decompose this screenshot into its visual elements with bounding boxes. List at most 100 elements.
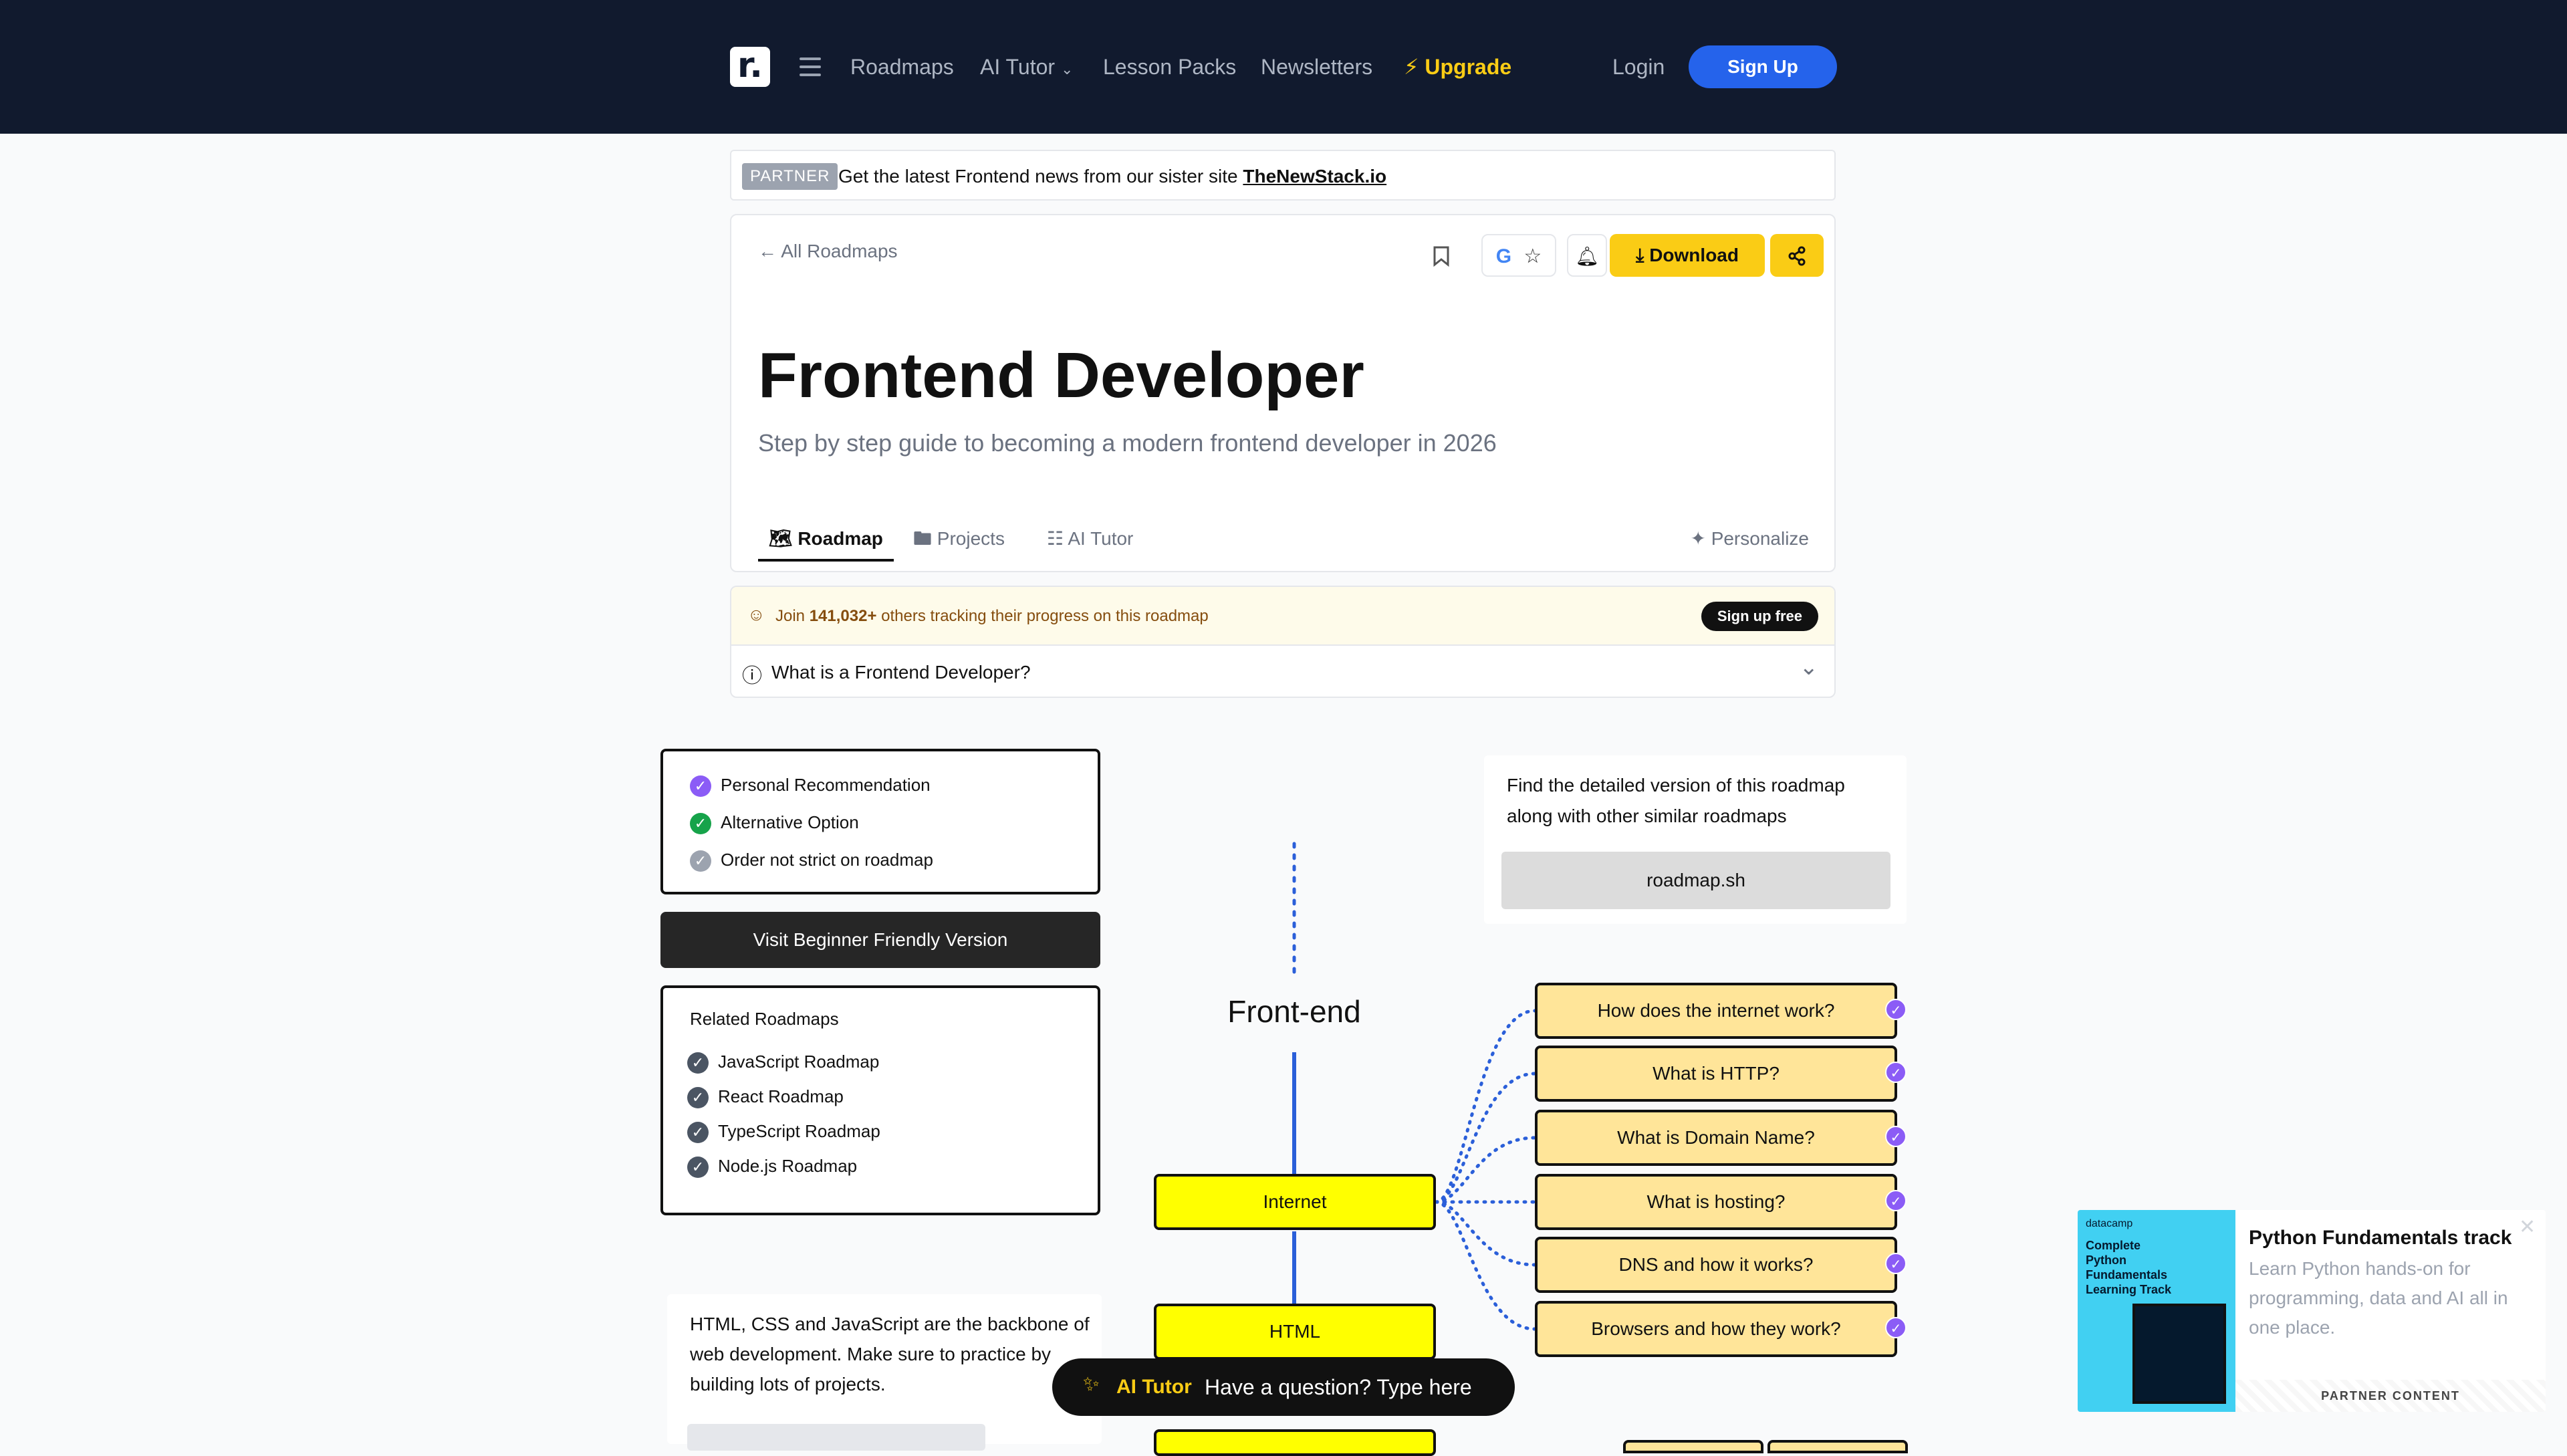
topic-dns[interactable]: DNS and how it works? (1535, 1237, 1897, 1293)
login-link[interactable]: Login (1612, 55, 1665, 79)
ad-image: datacamp Complete Python Fundamentals Le… (2078, 1210, 2235, 1412)
ad-title: Python Fundamentals track (2249, 1227, 2512, 1249)
partial-node (1767, 1440, 1908, 1453)
related-item-react[interactable]: ✓React Roadmap (687, 1083, 844, 1110)
upgrade-label: Upgrade (1425, 55, 1512, 79)
node-html[interactable]: HTML (1154, 1304, 1436, 1360)
detailed-version-card: Find the detailed version of this roadma… (1484, 755, 1907, 924)
legend-item: ✓Order not strict on roadmap (690, 846, 933, 873)
folder-icon: 🖿︎ (913, 528, 933, 549)
ai-tutor-prompt: Have a question? Type here (1205, 1375, 1472, 1399)
check-icon: ✓ (1885, 1062, 1907, 1083)
robot-icon: ☷ (1047, 528, 1064, 549)
check-icon: ✓ (687, 1052, 709, 1074)
personalize-button[interactable]: ✦ Personalize (1690, 519, 1809, 559)
nav-ai-tutor[interactable]: AI Tutor ⌄ (980, 53, 1073, 83)
nav-roadmaps[interactable]: Roadmaps (850, 55, 954, 79)
all-roadmaps-link[interactable]: ← All Roadmaps (758, 238, 898, 265)
tab-projects[interactable]: 🖿︎ Projects (913, 519, 1005, 559)
check-icon: ✓ (1885, 1253, 1907, 1274)
partner-content-label: PARTNER CONTENT (2235, 1380, 2546, 1412)
download-button[interactable]: ⤓ Download (1610, 234, 1765, 277)
partner-tag: PARTNER (742, 163, 838, 190)
partner-text: Get the latest Frontend news from our si… (838, 163, 1386, 190)
download-icon: ⤓ (1636, 245, 1644, 265)
tab-ai-tutor[interactable]: ☷ AI Tutor (1047, 519, 1133, 559)
ad-body: Learn Python hands-on for programming, d… (2249, 1258, 2508, 1338)
topic-internet-work[interactable]: How does the internet work? (1535, 983, 1897, 1039)
lightning-icon: ⚡ (1404, 55, 1419, 79)
node-internet[interactable]: Internet (1154, 1174, 1436, 1230)
progress-panel: ☺ Join 141,032+ others tracking their pr… (730, 586, 1836, 698)
signup-button[interactable]: Sign Up (1689, 45, 1837, 88)
map-icon: 🗺︎ (769, 528, 793, 549)
share-button[interactable] (1770, 234, 1824, 277)
node-next[interactable] (1154, 1429, 1436, 1456)
backbone-text: HTML, CSS and JavaScript are the backbon… (690, 1314, 1090, 1394)
nav-newsletters[interactable]: Newsletters (1261, 55, 1373, 79)
legend-label: Personal Recommendation (721, 775, 931, 795)
nav-lesson-packs[interactable]: Lesson Packs (1103, 55, 1237, 79)
google-favorite-button[interactable]: G ☆ (1481, 234, 1556, 277)
tab-roadmap[interactable]: 🗺︎ Roadmap (758, 519, 894, 562)
what-is-toggle[interactable]: What is a Frontend Developer? (771, 662, 1031, 683)
page-title: Frontend Developer (758, 340, 1364, 411)
roadmap-logo[interactable]: r. (730, 47, 770, 87)
topic-browsers[interactable]: Browsers and how they work? (1535, 1301, 1897, 1357)
signup-free-button[interactable]: Sign up free (1701, 602, 1818, 631)
wand-icon: ✨︎ (1083, 1373, 1100, 1395)
legend-item: ✓ Alternative Option (690, 809, 859, 836)
all-roadmaps-label: All Roadmaps (781, 241, 898, 261)
beginner-version-button[interactable]: Visit Beginner Friendly Version (660, 912, 1100, 968)
check-icon: ✓ (687, 1122, 709, 1144)
related-item-nodejs[interactable]: ✓Node.js Roadmap (687, 1152, 857, 1179)
join-text: Join 141,032+ others tracking their prog… (775, 604, 1209, 628)
ad-image-text: Complete Python Fundamentals Learning Tr… (2086, 1239, 2172, 1296)
datacamp-logo: datacamp (2086, 1218, 2133, 1229)
ai-tutor-bar[interactable]: ✨︎ AI Tutor Have a question? Type here (1052, 1358, 1515, 1416)
check-icon: ✓ (1885, 1190, 1907, 1211)
bookmark-button[interactable] (1423, 234, 1460, 277)
roadmap-header: ← All Roadmaps G ☆ 🔔︎ ⤓ Download Fronten… (730, 214, 1836, 572)
info-icon: ⓘ (742, 665, 762, 687)
nav-upgrade[interactable]: ⚡ Upgrade (1404, 53, 1511, 80)
topic-hosting[interactable]: What is hosting? (1535, 1174, 1897, 1230)
notification-button[interactable]: 🔔︎ (1567, 234, 1607, 277)
tab-ai-tutor-label: AI Tutor (1068, 528, 1134, 549)
related-item-javascript[interactable]: ✓ JavaScript Roadmap (687, 1048, 879, 1075)
menu-icon[interactable] (800, 57, 821, 76)
join-bar: ☺ Join 141,032+ others tracking their pr… (731, 587, 1834, 646)
top-navigation: r. Roadmaps AI Tutor ⌄ Lesson Packs News… (0, 0, 2567, 134)
legend-label: Alternative Option (721, 812, 859, 832)
topic-http[interactable]: What is HTTP? (1535, 1046, 1897, 1102)
roadmap-sh-button[interactable]: roadmap.sh (1501, 852, 1890, 909)
partner-ad[interactable]: datacamp Complete Python Fundamentals Le… (2078, 1210, 2546, 1412)
related-item-typescript[interactable]: ✓TypeScript Roadmap (687, 1118, 880, 1144)
ai-tutor-label: AI Tutor (1116, 1376, 1192, 1398)
page-subtitle: Step by step guide to becoming a modern … (758, 429, 1497, 457)
download-label: Download (1649, 245, 1739, 265)
bell-icon: 🔔︎ (1575, 246, 1599, 267)
nav-ai-tutor-label: AI Tutor (980, 55, 1056, 79)
check-icon: ✓ (1885, 1126, 1907, 1147)
legend-label: Order not strict on roadmap (721, 850, 933, 870)
check-icon: ✓ (687, 1157, 709, 1179)
partial-node (1623, 1440, 1763, 1453)
topic-domain-name[interactable]: What is Domain Name? (1535, 1110, 1897, 1166)
related-label: JavaScript Roadmap (718, 1052, 880, 1072)
join-count: 141,032+ (809, 607, 877, 625)
close-icon[interactable]: ✕ (2519, 1216, 2536, 1238)
join-prefix: Join (775, 607, 806, 625)
laptop-illustration (2132, 1304, 2226, 1404)
check-icon: ✓ (690, 813, 711, 835)
arrow-left-icon: ← (758, 241, 777, 261)
chevron-down-icon: ⌄ (1060, 61, 1074, 78)
related-roadmaps-box: Related Roadmaps ✓JavaScript Roadmap ✓Re… (660, 985, 1100, 1215)
chevron-down-icon[interactable]: ⌄ (1799, 654, 1819, 680)
partner-link[interactable]: TheNewStack.io (1243, 166, 1387, 187)
legend-item: ✓Personal Recommendation (690, 771, 931, 798)
partner-message: Get the latest Frontend news from our si… (838, 166, 1238, 187)
check-icon: ✓ (1885, 999, 1907, 1020)
roadmap-title: Front-end (1227, 994, 1361, 1029)
